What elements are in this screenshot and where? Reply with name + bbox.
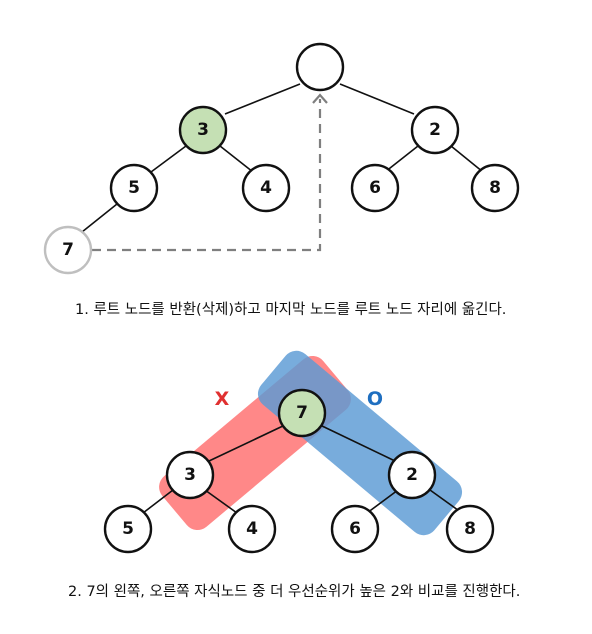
move-arrow bbox=[92, 99, 322, 252]
tree-node-3: 3 bbox=[178, 105, 228, 155]
node-label: 7 bbox=[62, 240, 74, 260]
edge-3-4 bbox=[204, 489, 238, 514]
o-mark: O bbox=[367, 388, 383, 410]
tree-node-2: 2 bbox=[410, 105, 460, 155]
tree-node-7-root: 7 bbox=[277, 388, 327, 438]
node-label: 8 bbox=[489, 178, 501, 198]
edge-2-6 bbox=[384, 145, 419, 173]
step1-tree: 3 2 5 4 6 8 7 bbox=[43, 42, 520, 275]
node-label: 5 bbox=[128, 178, 140, 198]
tree-node-6: 6 bbox=[350, 163, 400, 213]
node-label: 8 bbox=[464, 519, 476, 539]
node-label: 6 bbox=[369, 178, 381, 198]
step2-tree: X O 7 3 2 5 4 6 bbox=[103, 350, 495, 554]
tree-node-5: 5 bbox=[109, 163, 159, 213]
edge-7-2 bbox=[319, 424, 396, 462]
step2-caption: 2. 7의 왼쪽, 오른쪽 자식노드 중 더 우선순위가 높은 2와 비교를 진… bbox=[68, 583, 520, 600]
edge-3-5 bbox=[150, 145, 187, 173]
node-label: 4 bbox=[260, 178, 272, 198]
tree-node-4: 4 bbox=[241, 163, 291, 213]
tree-node-7-last: 7 bbox=[43, 225, 93, 275]
move-arrow-head bbox=[312, 93, 328, 104]
edge-5-7 bbox=[81, 203, 118, 233]
edge-3-5 bbox=[142, 489, 174, 514]
edge-3-4 bbox=[219, 145, 254, 173]
edge-7-3 bbox=[208, 424, 286, 462]
edge-2-6 bbox=[366, 489, 399, 514]
edge-root-right bbox=[339, 83, 415, 115]
node-label: 3 bbox=[184, 465, 196, 485]
tree-node-5: 5 bbox=[103, 504, 153, 554]
step1-caption: 1. 루트 노드를 반환(삭제)하고 마지막 노드를 루트 노드 자리에 옮긴다… bbox=[75, 301, 506, 318]
node-label: 5 bbox=[122, 519, 134, 539]
tree-node-6: 6 bbox=[330, 504, 380, 554]
node-label: 7 bbox=[296, 403, 308, 423]
node-label: 2 bbox=[406, 465, 418, 485]
tree-node-8: 8 bbox=[470, 163, 520, 213]
tree-node-2: 2 bbox=[387, 450, 437, 500]
edge-2-8 bbox=[450, 145, 484, 173]
node-label: 3 bbox=[197, 120, 209, 140]
tree-node-8: 8 bbox=[445, 504, 495, 554]
tree-node-root bbox=[295, 42, 345, 92]
x-mark: X bbox=[215, 388, 230, 410]
node-label: 2 bbox=[429, 120, 441, 140]
tree-node-3: 3 bbox=[165, 450, 215, 500]
node-label: 4 bbox=[246, 519, 258, 539]
edge-root-left bbox=[224, 83, 301, 115]
node-label: 6 bbox=[349, 519, 361, 539]
tree-node-4: 4 bbox=[227, 504, 277, 554]
